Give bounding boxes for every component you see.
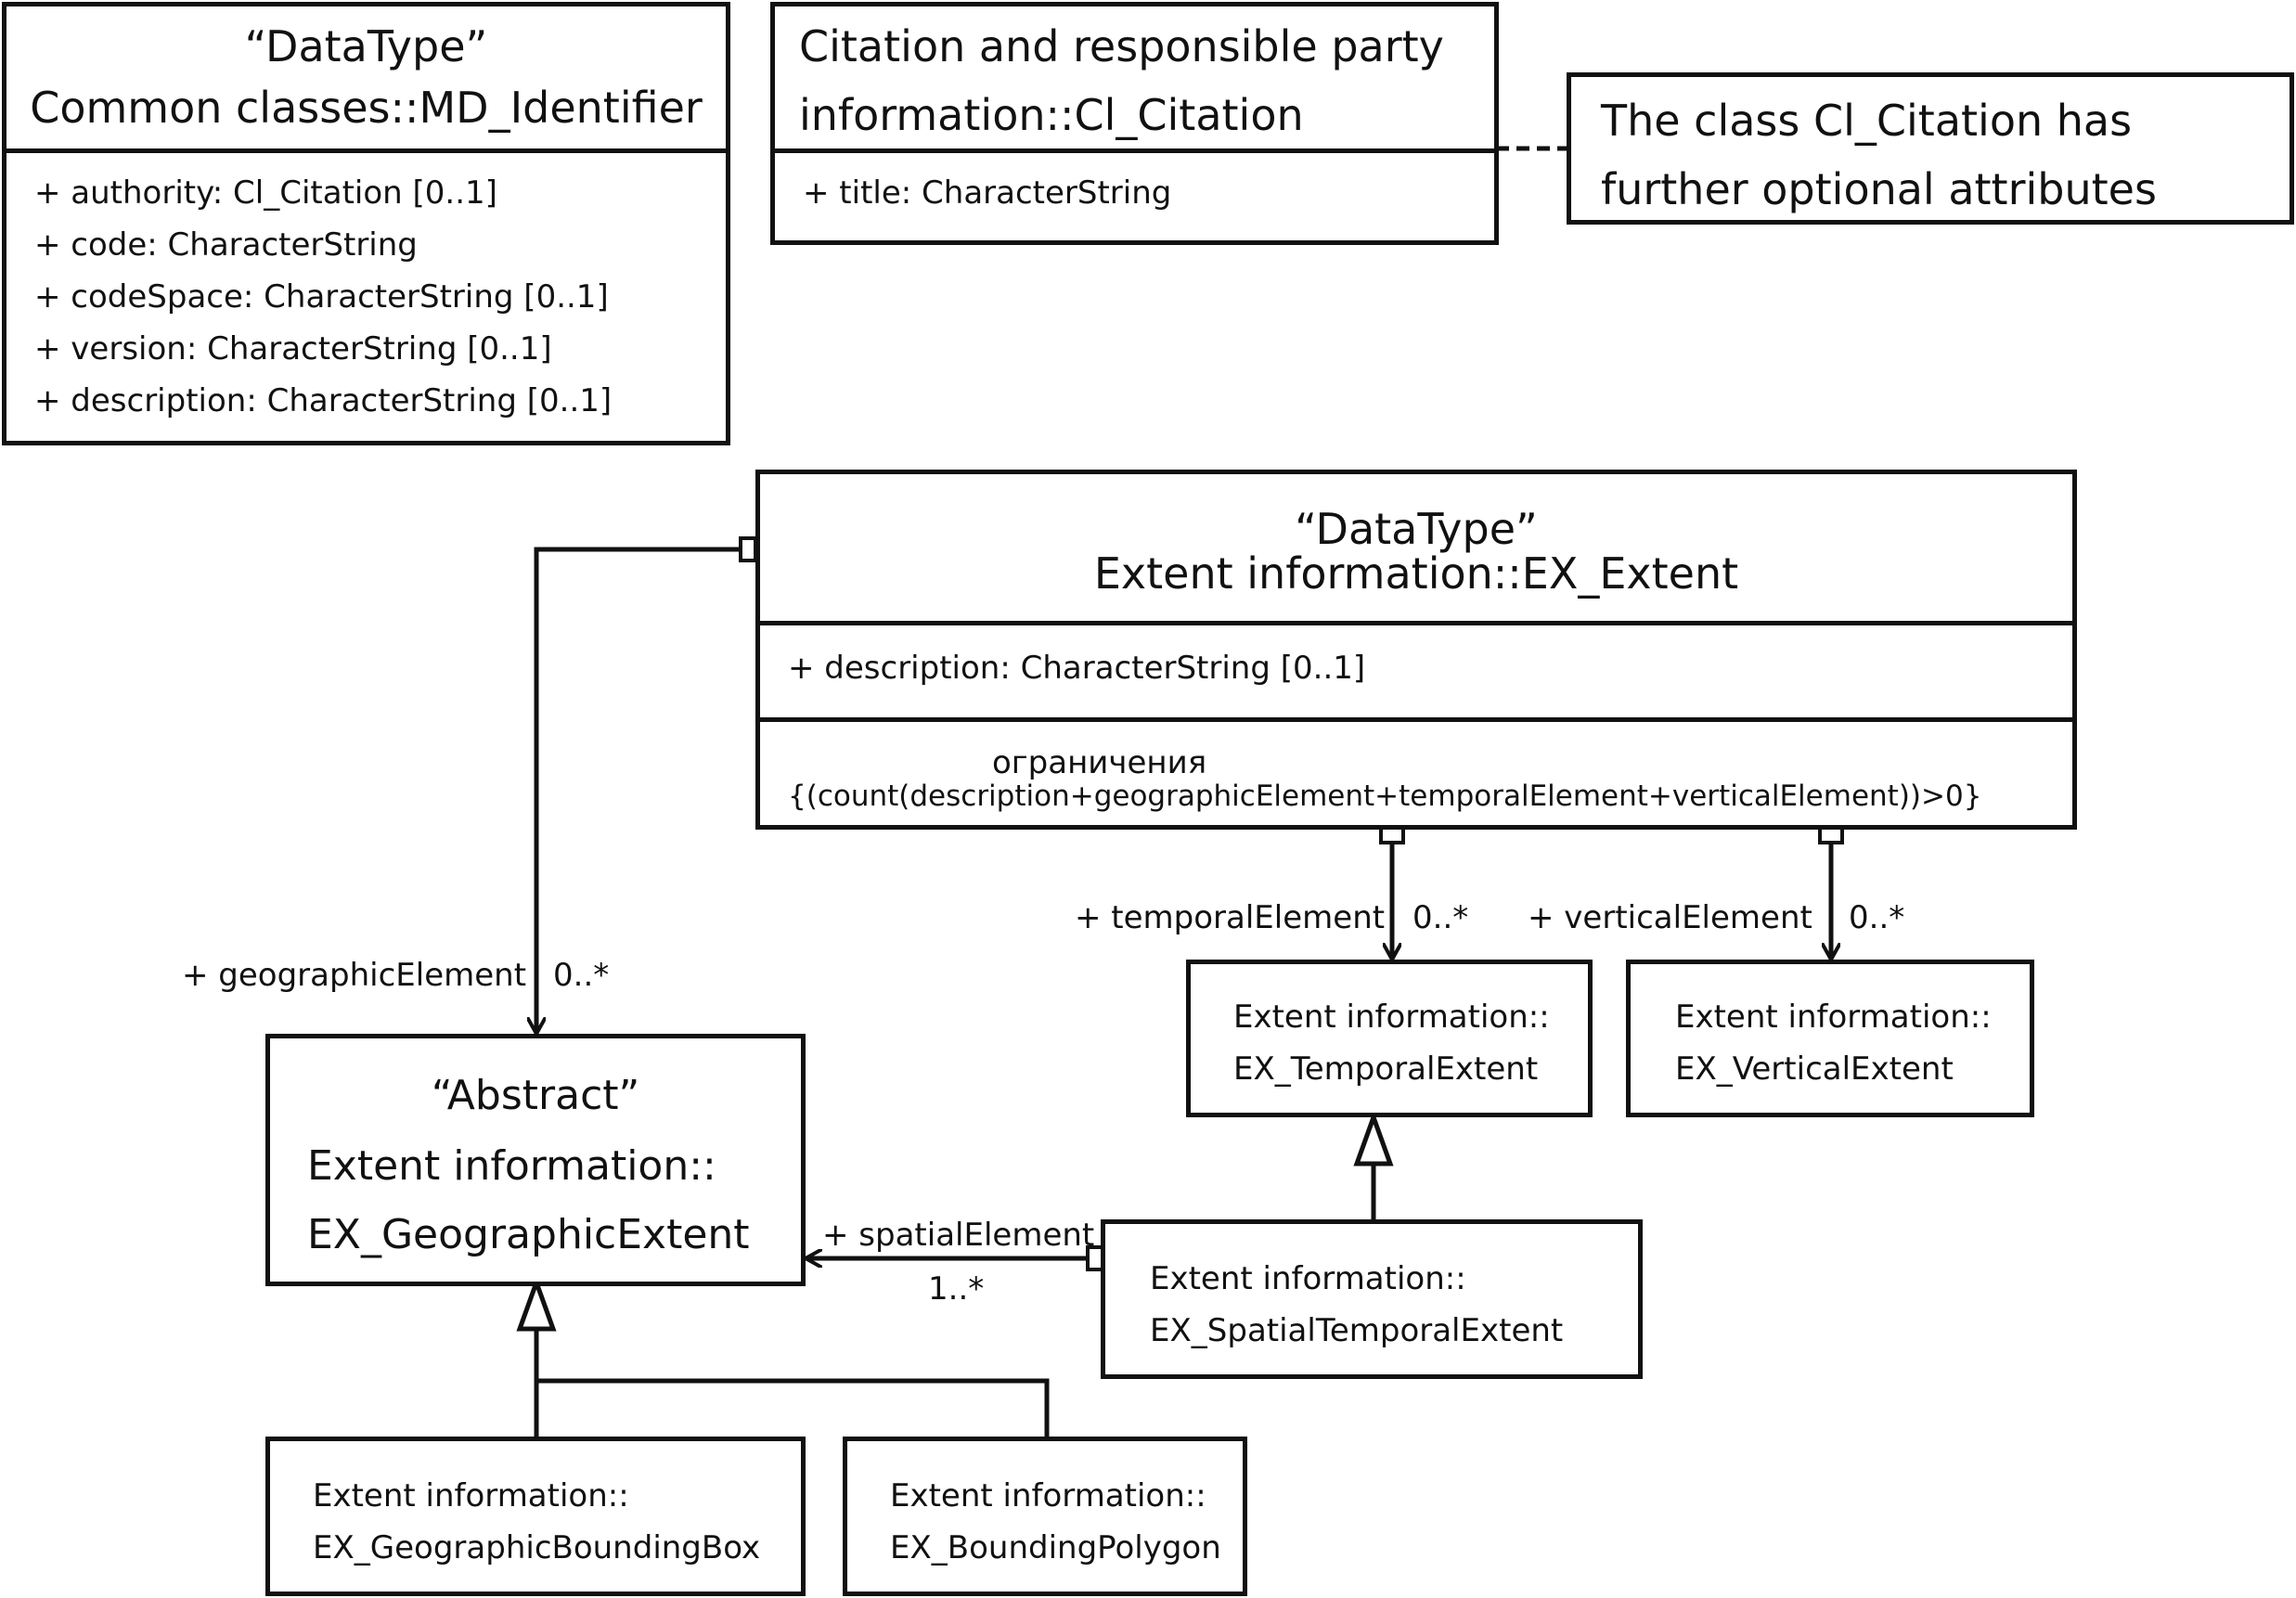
temporal-extent-line1: Extent information:: <box>1233 999 1550 1036</box>
temporal-extent-class[interactable]: Extent information:: EX_TemporalExtent <box>1186 960 1593 1117</box>
geographic-generalization-tree <box>534 1329 1050 1437</box>
vertical-element-role: + verticalElement <box>1528 899 1812 936</box>
md-identifier-attribute: + codeSpace: CharacterString [0..1] <box>34 278 609 316</box>
temporal-element-multiplicity: 0..* <box>1412 899 1469 936</box>
bounding-polygon-line2: EX_BoundingPolygon <box>890 1529 1221 1566</box>
bounding-box-line1: Extent information:: <box>313 1477 629 1514</box>
spatial-element-role: + spatialElement <box>822 1217 1095 1254</box>
ex-extent-divider-constraints <box>760 717 2072 722</box>
ex-extent-attribute: + description: CharacterString [0..1] <box>788 650 1366 687</box>
md-identifier-divider <box>6 148 726 153</box>
ex-extent-class[interactable]: “DataType” Extent information::EX_Extent… <box>755 470 2077 830</box>
geographic-extent-stereotype: “Abstract” <box>431 1072 640 1119</box>
md-identifier-attribute: + description: CharacterString [0..1] <box>34 382 613 419</box>
geographic-extent-line1: Extent information:: <box>307 1142 716 1190</box>
ci-citation-class[interactable]: Citation and responsible party informati… <box>770 2 1499 245</box>
vertical-extent-line2: EX_VerticalExtent <box>1675 1050 1954 1088</box>
ex-extent-divider-attributes <box>760 621 2072 625</box>
temporal-extent-line2: EX_TemporalExtent <box>1233 1050 1539 1088</box>
vertical-extent-class[interactable]: Extent information:: EX_VerticalExtent <box>1626 960 2034 1117</box>
md-identifier-attribute: + version: CharacterString [0..1] <box>34 330 552 367</box>
temporal-element-role: + temporalElement <box>1075 899 1386 936</box>
spatial-temporal-extent-line1: Extent information:: <box>1150 1260 1466 1297</box>
vertical-extent-line1: Extent information:: <box>1675 999 1992 1036</box>
ci-citation-name-line1: Citation and responsible party <box>799 21 1444 71</box>
geographic-generalization-triangle <box>516 1275 557 1332</box>
geographic-extent-class[interactable]: “Abstract” Extent information:: EX_Geogr… <box>265 1034 806 1286</box>
ex-extent-stereotype: “DataType” <box>1295 504 1538 554</box>
geographic-element-multiplicity: 0..* <box>553 957 610 994</box>
temporal-generalization-triangle <box>1353 1110 1394 1166</box>
geographic-extent-line2: EX_GeographicExtent <box>307 1211 750 1258</box>
md-identifier-stereotype: “DataType” <box>244 21 488 71</box>
bounding-polygon-line1: Extent information:: <box>890 1477 1206 1514</box>
bounding-box-class[interactable]: Extent information:: EX_GeographicBoundi… <box>265 1437 806 1596</box>
ci-citation-attribute: + title: CharacterString <box>803 174 1172 212</box>
md-identifier-attribute: + authority: Cl_Citation [0..1] <box>34 174 497 212</box>
vertical-aggregation-square <box>1818 826 1844 844</box>
md-identifier-name: Common classes::MD_Identifier <box>30 83 703 133</box>
ex-extent-constraint: {(count(description+geographicElement+te… <box>788 780 1982 813</box>
bounding-polygon-class[interactable]: Extent information:: EX_BoundingPolygon <box>843 1437 1247 1596</box>
spatial-temporal-extent-line2: EX_SpatialTemporalExtent <box>1150 1312 1564 1349</box>
spatial-element-multiplicity: 1..* <box>928 1270 985 1308</box>
ci-citation-divider <box>775 148 1494 153</box>
md-identifier-class[interactable]: “DataType” Common classes::MD_Identifier… <box>2 2 730 445</box>
spatial-temporal-extent-class[interactable]: Extent information:: EX_SpatialTemporalE… <box>1101 1219 1643 1379</box>
ex-extent-constraint-label: ограничения <box>992 744 1207 781</box>
geographic-element-association <box>536 547 741 1034</box>
citation-note[interactable]: The class Cl_Citation has further option… <box>1567 72 2294 225</box>
ex-extent-name: Extent information::EX_Extent <box>1093 548 1739 599</box>
geographic-element-role: + geographicElement <box>182 957 527 994</box>
citation-note-line2: further optional attributes <box>1601 164 2157 214</box>
temporal-aggregation-square <box>1379 826 1405 844</box>
geographic-aggregation-square <box>739 536 757 562</box>
md-identifier-attribute: + code: CharacterString <box>34 226 418 264</box>
ci-citation-name-line2: information::Cl_Citation <box>799 90 1304 140</box>
vertical-element-multiplicity: 0..* <box>1849 899 1905 936</box>
citation-note-line1: The class Cl_Citation has <box>1601 96 2133 146</box>
bounding-box-line2: EX_GeographicBoundingBox <box>313 1529 761 1566</box>
